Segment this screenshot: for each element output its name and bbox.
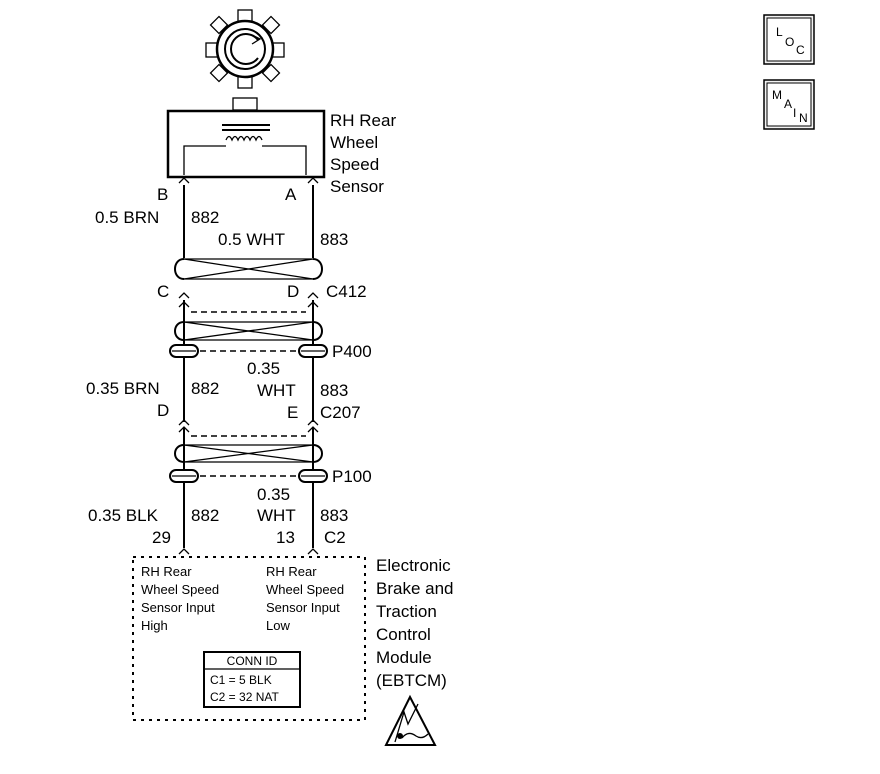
svg-text:L: L (776, 25, 783, 39)
module-pin-left: 29 (152, 528, 171, 547)
wire-mid-left-circuit: 882 (191, 379, 219, 398)
wire-bottom-right-gauge-1: 0.35 (257, 485, 290, 504)
svg-text:Speed: Speed (330, 155, 379, 174)
svg-text:Wheel: Wheel (330, 133, 378, 152)
sensor-housing (166, 109, 326, 179)
wire-top-right-circuit: 883 (320, 230, 348, 249)
sensor-name: RH Rear Wheel Speed Sensor (330, 111, 396, 196)
c412-left-terminal-icon (178, 292, 190, 299)
tone-wheel-icon (205, 9, 285, 89)
c412-pin-right: D (287, 282, 299, 301)
svg-text:Brake and: Brake and (376, 579, 454, 598)
p100-name: P100 (332, 467, 372, 486)
wire-bottom-right-circuit: 883 (320, 506, 348, 525)
svg-text:Module: Module (376, 648, 432, 667)
wire-mid-right-circuit: 883 (320, 381, 348, 400)
shield-p400 (169, 301, 328, 358)
sensor-pin-b: B (157, 185, 168, 204)
sensor-coil-icon (225, 135, 263, 142)
wire-top-left-gauge: 0.5 BRN (95, 208, 159, 227)
wheel-speed-sensor (166, 97, 326, 179)
svg-text:(EBTCM): (EBTCM) (376, 671, 447, 690)
c207-pin-right: E (287, 403, 298, 422)
module-pin-right: 13 (276, 528, 295, 547)
svg-text:RH Rear: RH Rear (330, 111, 396, 130)
input-high-description: RH Rear Wheel Speed Sensor Input High (141, 564, 219, 633)
p400-name: P400 (332, 342, 372, 361)
conn-id-line-2: C2 = 32 NAT (210, 690, 279, 704)
svg-text:High: High (141, 618, 168, 633)
module-name: Electronic Brake and Traction Control Mo… (376, 556, 454, 690)
main-icon[interactable]: M A I N (763, 79, 815, 130)
svg-text:C: C (796, 43, 805, 57)
loc-icon[interactable]: L O C (763, 14, 815, 65)
c207-left-terminal-icon (178, 419, 190, 426)
svg-text:RH Rear: RH Rear (266, 564, 317, 579)
wire-bottom-left-circuit: 882 (191, 506, 219, 525)
module-left-terminal-icon (178, 548, 190, 555)
svg-text:Sensor Input: Sensor Input (266, 600, 340, 615)
shield-p100 (169, 426, 328, 483)
esd-warning-icon (384, 694, 437, 746)
svg-text:O: O (785, 35, 794, 49)
pin-a-terminal-icon (307, 177, 319, 184)
ebtcm-module-box (132, 556, 366, 721)
svg-text:Wheel Speed: Wheel Speed (141, 582, 219, 597)
svg-text:Traction: Traction (376, 602, 437, 621)
conn-id-title: CONN ID (227, 654, 278, 668)
svg-text:I: I (793, 106, 796, 120)
module-right-terminal-icon (307, 548, 319, 555)
input-low-description: RH Rear Wheel Speed Sensor Input Low (266, 564, 344, 633)
sensor-pin-a: A (285, 185, 297, 204)
wire-top-right-gauge: 0.5 WHT (218, 230, 285, 249)
c207-name: C207 (320, 403, 361, 422)
svg-text:Sensor Input: Sensor Input (141, 600, 215, 615)
svg-text:N: N (799, 111, 808, 125)
wire-mid-right-gauge-2: WHT (257, 381, 296, 400)
wire-bottom-right-gauge-2: WHT (257, 506, 296, 525)
wire-bottom-left-gauge: 0.35 BLK (88, 506, 159, 525)
module-connector: C2 (324, 528, 346, 547)
sensor-tip (232, 97, 258, 111)
conn-id-line-1: C1 = 5 BLK (210, 673, 272, 687)
wire-mid-right-gauge-1: 0.35 (247, 359, 280, 378)
svg-text:Control: Control (376, 625, 431, 644)
wire-mid-left-gauge: 0.35 BRN (86, 379, 160, 398)
svg-text:Low: Low (266, 618, 290, 633)
c207-pin-left: D (157, 401, 169, 420)
twisted-pair-c412 (174, 258, 323, 280)
svg-text:Wheel Speed: Wheel Speed (266, 582, 344, 597)
conn-id-box: CONN ID C1 = 5 BLK C2 = 32 NAT (203, 651, 301, 708)
svg-text:RH Rear: RH Rear (141, 564, 192, 579)
wire-top-left-circuit: 882 (191, 208, 219, 227)
pin-b-terminal-icon (178, 177, 190, 184)
svg-text:A: A (784, 97, 792, 111)
c412-right-terminal-icon (307, 292, 319, 299)
c412-name: C412 (326, 282, 367, 301)
c207-right-terminal-icon (307, 419, 319, 426)
svg-text:Electronic: Electronic (376, 556, 451, 575)
c412-pin-left: C (157, 282, 169, 301)
svg-text:Sensor: Sensor (330, 177, 384, 196)
svg-text:M: M (772, 88, 782, 102)
